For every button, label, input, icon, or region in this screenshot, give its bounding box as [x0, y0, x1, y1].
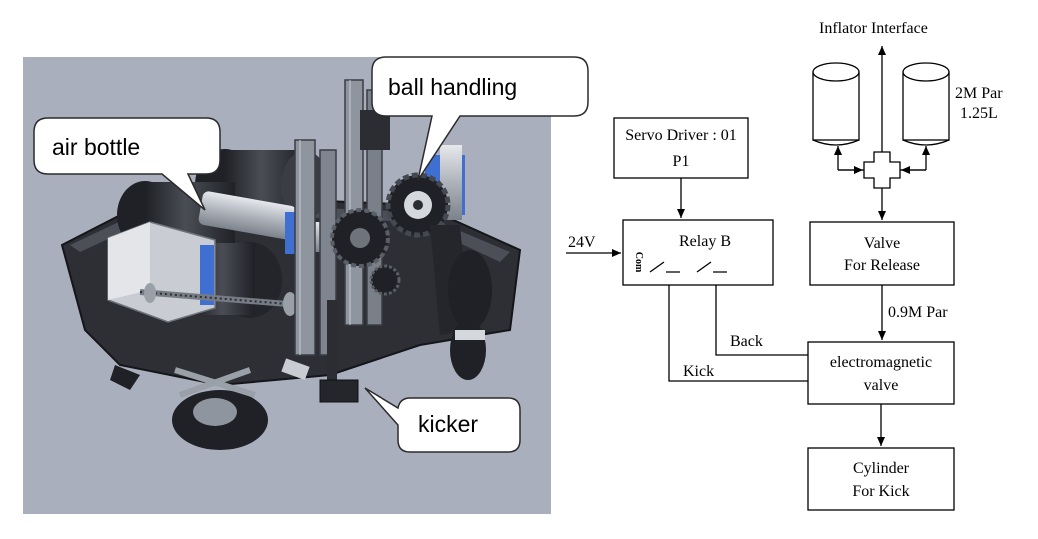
tank-left [812, 62, 860, 146]
kick-label: Kick [683, 363, 714, 380]
inflator-interface-label: Inflator Interface [819, 20, 928, 37]
em-valve-label-2: valve [864, 377, 899, 394]
callout-kicker: kicker [364, 387, 521, 453]
omni-wheel-front [172, 367, 268, 450]
omni-wheel-right [448, 250, 492, 380]
relay-b-label: Relay B [679, 233, 731, 250]
cylinder-label-2: For Kick [852, 483, 909, 500]
ball-screw [139, 283, 301, 316]
callout-ball-handling-text: ball handling [388, 74, 517, 100]
robot-render [23, 57, 551, 514]
relay-switch-2 [696, 261, 727, 273]
gear-wheels [330, 208, 401, 296]
callout-kicker-text: kicker [418, 411, 478, 437]
release-valve-label-1: Valve [864, 235, 900, 252]
em-valve-label-1: electromagnetic [830, 354, 932, 371]
pneumatic-diagram: Inflator Interface 2M Par 1.25L [566, 20, 1003, 511]
callout-air-bottle: air bottle [33, 117, 221, 211]
kick-cylinder-box: Cylinder For Kick [807, 447, 955, 511]
electromagnetic-valve-box: electromagnetic valve [807, 341, 955, 405]
back-wire [715, 285, 808, 356]
relay-switch-1 [649, 261, 680, 273]
callout-air-bottle-text: air bottle [52, 134, 140, 160]
omni-wheel-left [110, 365, 140, 390]
cylinder-label-1: Cylinder [853, 460, 910, 477]
kick-wire [668, 285, 808, 382]
release-valve-label-2: For Release [844, 257, 920, 274]
tank-right [902, 62, 950, 146]
supply-voltage-label: 24V [568, 234, 596, 251]
servo-driver-box: Servo Driver : 01 P1 [613, 117, 749, 179]
ball-handling-mechanism [385, 145, 470, 335]
callout-ball-handling: ball handling [371, 56, 589, 181]
servo-driver-label: Servo Driver : 01 [625, 127, 737, 144]
relay-com-label: Com [633, 252, 644, 273]
tank-pressure-label: 2M Par [955, 85, 1003, 102]
reduced-pressure-label: 0.9M Par [888, 304, 948, 321]
kicker-mechanism [281, 300, 359, 403]
tank-volume-label: 1.25L [960, 105, 998, 122]
release-valve-box: Valve For Release [809, 221, 955, 286]
relay-b-box: Relay B Com [622, 219, 774, 286]
back-label: Back [730, 333, 763, 350]
servo-driver-port: P1 [673, 153, 690, 170]
cross-connector [834, 146, 930, 220]
